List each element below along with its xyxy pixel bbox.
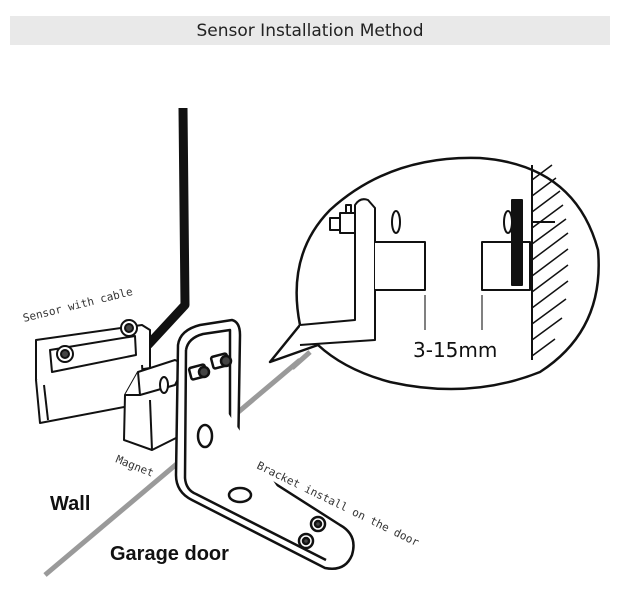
wall-hatching	[531, 164, 569, 357]
garage-door-label: Garage door	[110, 543, 229, 565]
callout-bracket	[299, 198, 426, 346]
diagram-title: Sensor Installation Method	[196, 20, 424, 41]
magnet-label: Magnet	[114, 453, 156, 480]
callout-sensor	[481, 165, 555, 360]
wall-label: Wall	[50, 493, 90, 515]
sensor-with-cable	[35, 319, 151, 424]
zoom-callout: 3-15mm	[268, 156, 600, 391]
door-bracket	[174, 318, 355, 570]
sensor-label: Sensor with cable	[22, 285, 134, 325]
floor-line-far	[290, 350, 312, 370]
sensor-cable	[144, 107, 190, 349]
title-bar: Sensor Installation Method	[10, 16, 610, 45]
gap-label: 3-15mm	[413, 338, 497, 362]
floor-line	[43, 358, 302, 577]
